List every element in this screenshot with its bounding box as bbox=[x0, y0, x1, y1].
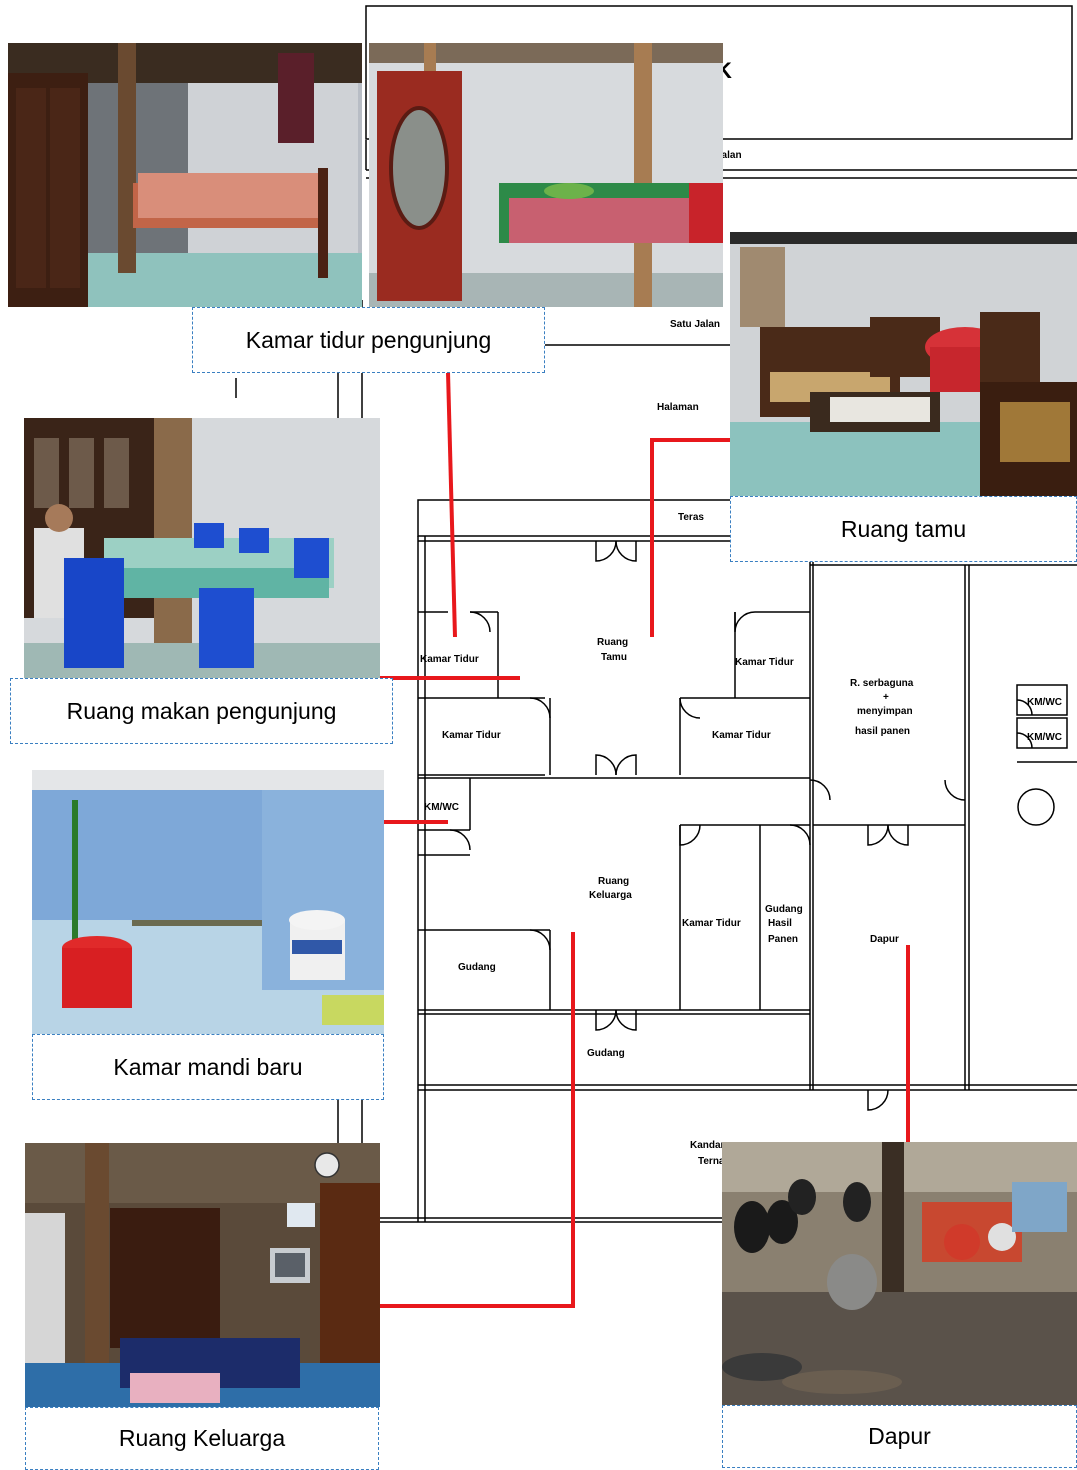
label-serbaguna-line3: menyimpan bbox=[857, 706, 913, 717]
leader-ruang-tamu bbox=[650, 438, 730, 637]
caption-kamar-tidur-pengunjung: Kamar tidur pengunjung bbox=[192, 307, 545, 373]
label-ruang-keluarga-line2: Keluarga bbox=[589, 890, 632, 901]
label-kamar-tidur-5: Kamar Tidur bbox=[682, 918, 741, 929]
photo-dapur bbox=[722, 1142, 1077, 1405]
label-ruang-tamu-line1: Ruang bbox=[597, 637, 628, 648]
label-kamar-tidur-2: Kamar Tidur bbox=[735, 657, 794, 668]
caption-ruang-makan-pengunjung: Ruang makan pengunjung bbox=[10, 678, 393, 744]
label-kandang-line1: Kandang bbox=[690, 1140, 733, 1151]
caption-ruang-keluarga: Ruang Keluarga bbox=[25, 1407, 379, 1470]
label-gudang-1: Gudang bbox=[458, 962, 496, 973]
photo-kamar-tidur-2 bbox=[369, 43, 723, 307]
caption-kamar-mandi-baru: Kamar mandi baru bbox=[32, 1034, 384, 1100]
leader-ruang-keluarga bbox=[380, 932, 575, 1308]
label-ruang-tamu-line2: Tamu bbox=[601, 652, 627, 663]
photo-ruang-tamu bbox=[730, 232, 1077, 497]
label-serbaguna-line4: hasil panen bbox=[855, 726, 910, 737]
photo-kamar-mandi bbox=[32, 770, 384, 1034]
label-halaman: Halaman bbox=[657, 402, 699, 413]
label-kamar-tidur-1: Kamar Tidur bbox=[420, 654, 479, 665]
label-ruang-keluarga-line1: Ruang bbox=[598, 876, 629, 887]
label-gudang-2: Gudang bbox=[587, 1048, 625, 1059]
photo-ruang-keluarga bbox=[25, 1143, 380, 1407]
label-gudang-hasil-line1: Gudang bbox=[765, 904, 803, 915]
caption-dapur: Dapur bbox=[722, 1405, 1077, 1468]
label-gudang-hasil-line3: Panen bbox=[768, 934, 798, 945]
leader-kamar-tidur bbox=[446, 371, 457, 638]
label-gudang-hasil-line2: Hasil bbox=[768, 918, 792, 929]
label-kandang-line2: Ternak bbox=[698, 1156, 730, 1167]
label-teras: Teras bbox=[678, 512, 704, 523]
label-kmwc-right-1: KM/WC bbox=[1027, 697, 1062, 708]
label-jalan: Jalan bbox=[716, 150, 742, 161]
photo-ruang-makan bbox=[24, 418, 380, 678]
photo-kamar-tidur-1 bbox=[8, 43, 362, 307]
label-kmwc-right-2: KM/WC bbox=[1027, 732, 1062, 743]
label-satu-jalan: Satu Jalan bbox=[670, 319, 720, 330]
label-kamar-tidur-4: Kamar Tidur bbox=[712, 730, 771, 741]
label-dapur: Dapur bbox=[870, 934, 899, 945]
caption-ruang-tamu: Ruang tamu bbox=[730, 496, 1077, 562]
label-serbaguna-line2: + bbox=[883, 692, 889, 703]
label-serbaguna-line1: R. serbaguna bbox=[850, 678, 914, 689]
label-kamar-tidur-3: Kamar Tidur bbox=[442, 730, 501, 741]
label-kmwc-left: KM/WC bbox=[424, 802, 459, 813]
